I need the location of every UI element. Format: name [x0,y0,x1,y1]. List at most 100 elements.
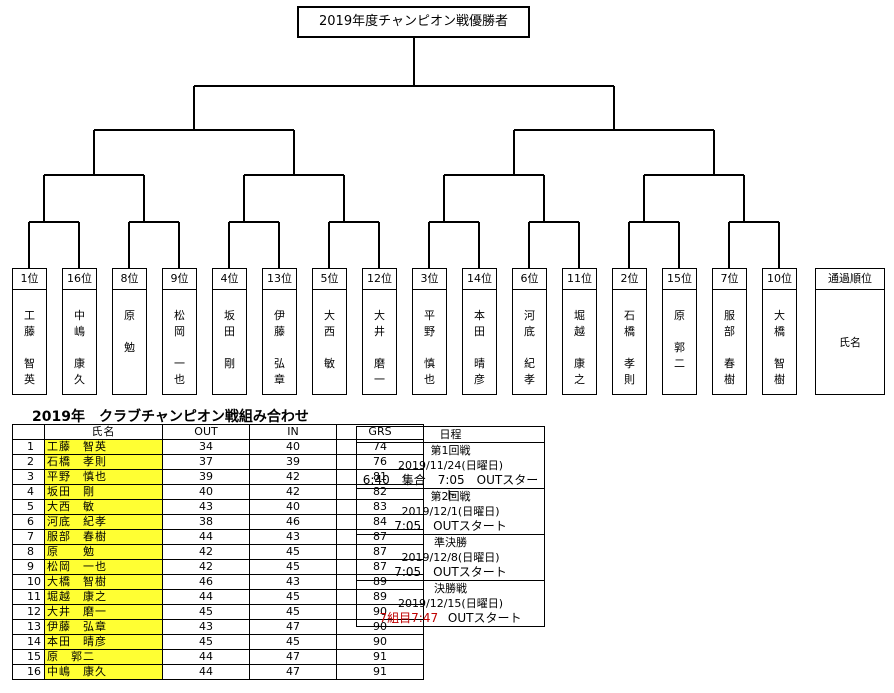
player-name-char: 慎 [424,357,435,370]
player-name-char: 智 [774,357,785,370]
player-name-char: 久 [74,373,85,386]
player-name-char [113,324,146,340]
table-cell: 45 [249,559,337,575]
player-name-char: 藤 [24,325,35,338]
seed-label: 1位 [12,268,47,290]
table-cell: 91 [336,664,424,680]
table-cell: 46 [162,574,250,590]
round-time-highlight: 7組目7:47 [379,611,439,625]
player-name-box: 堀越 康之 [562,289,597,395]
seed-label: 13位 [262,268,297,290]
player-name-char: 堀 [574,309,585,322]
seed-label: 10位 [762,268,797,290]
player-name-box: 工藤 智英 [12,289,47,395]
table-cell: 43 [249,529,337,545]
player-name-char [413,340,446,356]
table-cell: 44 [162,529,250,545]
player-name-char: 伊 [274,309,285,322]
table-cell: 42 [162,559,250,575]
schedule-round-3: 準決勝 2019/12/8(日曜日) 7:05 OUTスタート [357,535,544,581]
player-name-box: 原 郭二 [662,289,697,395]
table-cell: 39 [249,454,337,470]
seed-label: 4位 [212,268,247,290]
player-name-char [163,340,196,356]
player-name-char: 平 [424,309,435,322]
player-name-char [613,340,646,356]
table-cell: 河底 紀孝 [44,514,163,530]
seed-label: 11位 [562,268,597,290]
player-name-char: 春 [724,357,735,370]
table-cell: 90 [336,634,424,650]
seed-label: 15位 [662,268,697,290]
player-name-char [763,340,796,356]
combination-title: 2019年 クラブチャンピオン戦組み合わせ [32,409,309,425]
player-name-char: 井 [374,325,385,338]
table-cell: 1 [12,439,45,455]
player-name-char: 岡 [174,325,185,338]
seed-label: 12位 [362,268,397,290]
player-name-char: 工 [24,309,35,322]
player-name-char: 部 [724,325,735,338]
player-name-char [563,340,596,356]
player-name-char: 磨 [374,357,385,370]
player-name-box: 中嶋 康久 [62,289,97,395]
player-name-char: 智 [24,357,35,370]
player-name-char: 二 [674,357,685,370]
pass-order-label: 氏名 [839,336,861,349]
seed-label: 8位 [112,268,147,290]
table-cell: 45 [162,634,250,650]
seed-label: 6位 [512,268,547,290]
player-name-char: 章 [274,373,285,386]
bracket-lines [28,38,780,268]
player-name-char: 大 [324,309,335,322]
column-header: IN [249,424,337,440]
table-cell: 石橋 孝則 [44,454,163,470]
player-name-char: 松 [174,309,185,322]
player-name-char: 原 [674,309,685,322]
table-cell: 40 [249,439,337,455]
player-name-char [63,340,96,356]
player-name-char [663,324,696,340]
table-cell: 4 [12,484,45,500]
player-name-char: 康 [74,357,85,370]
table-cell: 9 [12,559,45,575]
player-name-char: 大 [374,309,385,322]
table-cell: 40 [162,484,250,500]
schedule-round-4: 決勝戦 2019/12/15(日曜日) 7組目7:47 OUTスタート [357,581,544,626]
table-cell: 39 [162,469,250,485]
table-cell: 45 [162,604,250,620]
table-cell: 47 [249,619,337,635]
player-name-char: 則 [624,373,635,386]
table-cell: 大西 敏 [44,499,163,515]
round-date: 2019/12/8(日曜日) [401,551,500,564]
pass-order-box: 氏名 [815,289,885,395]
table-cell: 43 [162,619,250,635]
table-cell: 14 [12,634,45,650]
player-name-char: 孝 [624,357,635,370]
player-name-char: 也 [424,373,435,386]
table-cell: 74 [336,439,424,455]
player-name-char: 彦 [474,373,485,386]
table-cell: 44 [162,649,250,665]
player-name-char: 英 [24,373,35,386]
table-cell: 堀越 康之 [44,589,163,605]
table-cell: 伊藤 弘章 [44,619,163,635]
player-name-char [513,340,546,356]
table-cell: 10 [12,574,45,590]
player-name-box: 平野 慎也 [412,289,447,395]
seed-label: 5位 [312,268,347,290]
table-cell: 91 [336,649,424,665]
pass-order-header: 通過順位 [815,268,885,290]
player-name-box: 伊藤 弘章 [262,289,297,395]
table-cell: 8 [12,544,45,560]
table-cell: 40 [249,499,337,515]
table-cell: 43 [249,574,337,590]
table-cell: 89 [336,574,424,590]
